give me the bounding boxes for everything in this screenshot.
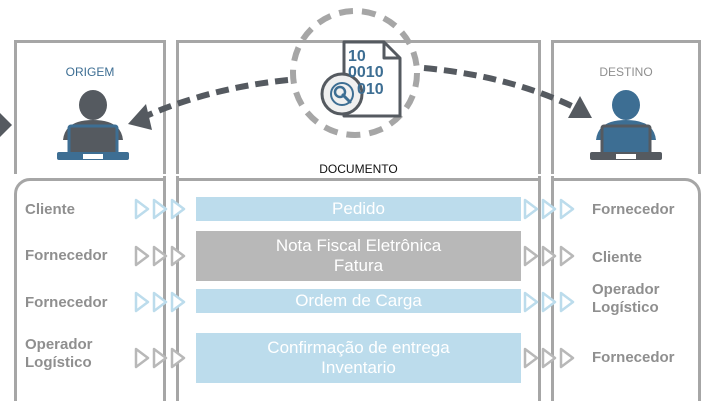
origin-text: Operador <box>25 336 93 353</box>
document-bar: Pedido <box>196 197 521 221</box>
document-bar: Confirmação de entrega Inventario <box>196 333 521 383</box>
destination-arrows-icon <box>523 347 575 369</box>
origin-text-line-2: Logístico <box>25 354 92 371</box>
document-circle <box>290 8 420 138</box>
destination-cell: Cliente <box>592 249 642 267</box>
document-name: Ordem de Carga <box>295 291 422 310</box>
origin-arrows-icon <box>134 245 186 267</box>
column-divider-left-2 <box>176 176 179 401</box>
origin-text: Cliente <box>25 201 76 218</box>
column-gap-left <box>163 176 179 401</box>
origem-person-icon <box>57 90 129 160</box>
document-name-line-2: Fatura <box>333 256 384 275</box>
column-gap-right <box>538 176 554 401</box>
destination-cell: Fornecedor <box>592 349 675 367</box>
origin-cell: Fornecedor <box>25 247 108 265</box>
destino-person-icon <box>590 90 662 160</box>
origin-arrows-icon <box>134 198 186 220</box>
destination-text: Operador <box>592 281 660 298</box>
origin-cell: Fornecedor <box>25 294 108 312</box>
destino-frame <box>551 40 701 174</box>
destination-text: Cliente <box>592 249 643 266</box>
binary-line-2: 0010 <box>348 64 384 81</box>
documento-label: DOCUMENTO <box>319 162 398 176</box>
dashed-arrows <box>128 65 592 130</box>
destination-arrows-icon <box>523 291 575 313</box>
origin-cell: Cliente <box>25 201 75 219</box>
origin-cell: Operador Logístico <box>25 336 93 372</box>
column-divider-right-2 <box>551 176 554 401</box>
destination-arrows-icon <box>523 245 575 267</box>
destination-cell: Fornecedor <box>592 201 675 219</box>
column-divider-right <box>538 176 541 401</box>
destination-text: Fornecedor <box>592 201 675 218</box>
document-name: Nota Fiscal Eletrônica <box>275 236 442 255</box>
table-frame <box>14 178 701 401</box>
document-bar: Nota Fiscal Eletrônica Fatura <box>196 231 521 281</box>
origin-arrows-icon <box>134 291 186 313</box>
document-name: Pedido <box>332 199 385 218</box>
document-name: Confirmação de entrega <box>267 338 450 357</box>
document-file-icon <box>320 40 402 118</box>
origem-label: ORIGEM <box>65 65 115 79</box>
origin-text: Fornecedor <box>25 247 108 264</box>
destination-arrows-icon <box>523 198 575 220</box>
destino-label: DESTINO <box>599 65 653 79</box>
destination-text: Fornecedor <box>592 349 675 366</box>
document-bar: Ordem de Carga <box>196 289 521 313</box>
binary-line-1: 10 <box>348 48 366 65</box>
binary-line-3: 010 <box>357 81 384 98</box>
origin-arrows-icon <box>134 347 186 369</box>
left-edge-arrow-icon <box>0 113 12 137</box>
destination-cell: Operador Logístico <box>592 281 660 317</box>
destination-text-line-2: Logístico <box>592 299 659 316</box>
column-divider-left <box>163 176 166 401</box>
document-name-line-2: Inventario <box>321 358 396 377</box>
origin-text: Fornecedor <box>25 294 108 311</box>
